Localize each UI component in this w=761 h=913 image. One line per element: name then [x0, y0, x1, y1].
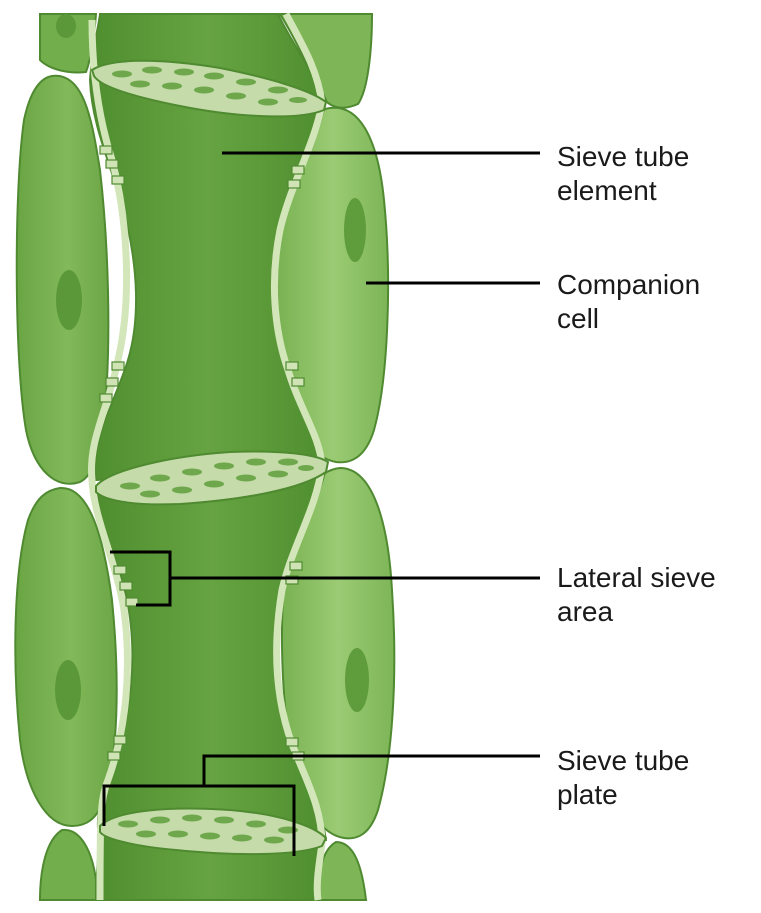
- right-cells: [275, 13, 396, 901]
- nucleus-icon: [55, 660, 81, 720]
- leader-lateral-sieve-area: [110, 550, 540, 607]
- leader-lines: [102, 151, 540, 856]
- sieve-plate-middle: [95, 450, 330, 506]
- nucleus-icon: [56, 270, 82, 330]
- label-line: cell: [557, 303, 600, 334]
- left-cell-bottom: [38, 828, 97, 901]
- sieve-plates: [90, 59, 330, 856]
- nucleus-icon: [56, 14, 76, 38]
- left-cell-lower: [14, 486, 118, 828]
- label-line: Companion: [557, 269, 701, 300]
- right-cell-bottom: [316, 840, 368, 901]
- nucleus-icon: [344, 198, 366, 262]
- sieve-plate-bottom: [99, 807, 328, 856]
- lateral-pores: [99, 145, 305, 761]
- label-sieve-tube-element: Sieve tube element: [557, 140, 689, 208]
- label-line: element: [557, 175, 657, 206]
- label-line: Lateral sieve: [557, 562, 716, 593]
- leader-sieve-tube-plate: [102, 754, 540, 856]
- nucleus-icon: [345, 648, 369, 712]
- label-lateral-sieve-area: Lateral sieve area: [557, 561, 716, 629]
- label-sieve-tube-plate: Sieve tube plate: [557, 744, 689, 812]
- label-line: area: [557, 596, 614, 627]
- left-cells: [14, 13, 118, 901]
- sieve-plate-top: [90, 59, 328, 118]
- label-line: Sieve tube: [557, 141, 690, 172]
- label-companion-cell: Companion cell: [557, 268, 700, 336]
- label-line: plate: [557, 779, 618, 810]
- label-line: Sieve tube: [557, 745, 690, 776]
